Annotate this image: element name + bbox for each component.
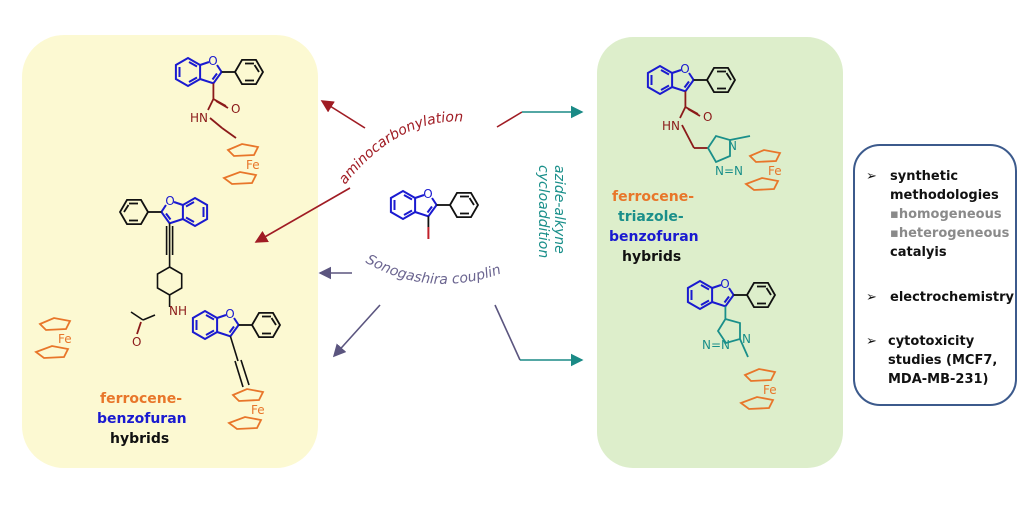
svg-text:electrochemistry: electrochemistry (890, 290, 1014, 305)
summary-list: ➢ synthetic methodologies ▪homogeneous ▪… (866, 169, 1014, 387)
svg-text:HN: HN (190, 111, 208, 125)
svg-text:ferrocene-: ferrocene- (100, 391, 182, 407)
svg-text:O: O (132, 335, 141, 349)
svg-text:N: N (742, 332, 751, 346)
iodobenzofuran-structure (389, 186, 479, 239)
svg-text:MDA-MB-231): MDA-MB-231) (888, 372, 989, 387)
arrow-sonogashira-amide (254, 187, 351, 243)
svg-text:N: N (728, 139, 737, 153)
svg-text:methodologies: methodologies (890, 188, 999, 203)
svg-text:benzofuran: benzofuran (97, 411, 187, 427)
bullet-arrow-icon: ➢ (866, 169, 877, 184)
summary-box (853, 144, 1017, 406)
svg-text:benzofuran: benzofuran (609, 229, 699, 245)
svg-text:O: O (703, 110, 712, 124)
svg-text:triazole-: triazole- (618, 209, 684, 225)
svg-text:cycloaddition: cycloaddition (535, 165, 551, 258)
bullet-arrow-icon: ➢ (866, 334, 877, 349)
svg-text:studies (MCF7,: studies (MCF7, (888, 353, 997, 368)
arrow-to-triazole-red (496, 111, 523, 128)
arrow-aminocarbonylation (320, 100, 366, 129)
svg-text:hybrids: hybrids (622, 249, 681, 265)
svg-text:N=N: N=N (715, 164, 743, 178)
right-panel-label: ferrocene- triazole- benzofuran hybrids (609, 189, 699, 265)
amide-ferrocene-structure: O HN (174, 53, 264, 185)
alkyne-amide-ferrocene-structure: NH O (35, 193, 209, 359)
svg-text:HN: HN (662, 119, 680, 133)
bullet-arrow-icon: ➢ (866, 290, 877, 305)
svg-text:synthetic: synthetic (890, 169, 958, 184)
left-panel-label: ferrocene- benzofuran hybrids (97, 391, 187, 447)
arrow-to-triazole2-purple (494, 304, 521, 361)
reaction-label-cycloaddition: azide-alkyne cycloaddition (535, 165, 567, 258)
svg-text:NH: NH (169, 304, 187, 318)
triazole-ferrocene-structure: N N=N (686, 276, 778, 410)
svg-text:cytotoxicity: cytotoxicity (888, 334, 975, 349)
right-panel (597, 37, 843, 468)
svg-text:catalyis: catalyis (890, 245, 947, 260)
svg-text:ferrocene-: ferrocene- (612, 189, 694, 205)
subitem-homogeneous: ▪homogeneous (890, 207, 1002, 222)
svg-text:hybrids: hybrids (110, 431, 169, 447)
svg-text:azide-alkyne: azide-alkyne (551, 165, 567, 254)
subitem-heterogeneous: ▪heterogeneous (890, 226, 1010, 241)
svg-text:N=N: N=N (702, 338, 730, 352)
triazole-amide-ferrocene-structure: O HN N N=N (646, 61, 783, 191)
arrow-sonogashira-down (332, 304, 381, 358)
svg-text:O: O (231, 102, 240, 116)
alkynyl-ferrocene-structure (191, 306, 281, 430)
